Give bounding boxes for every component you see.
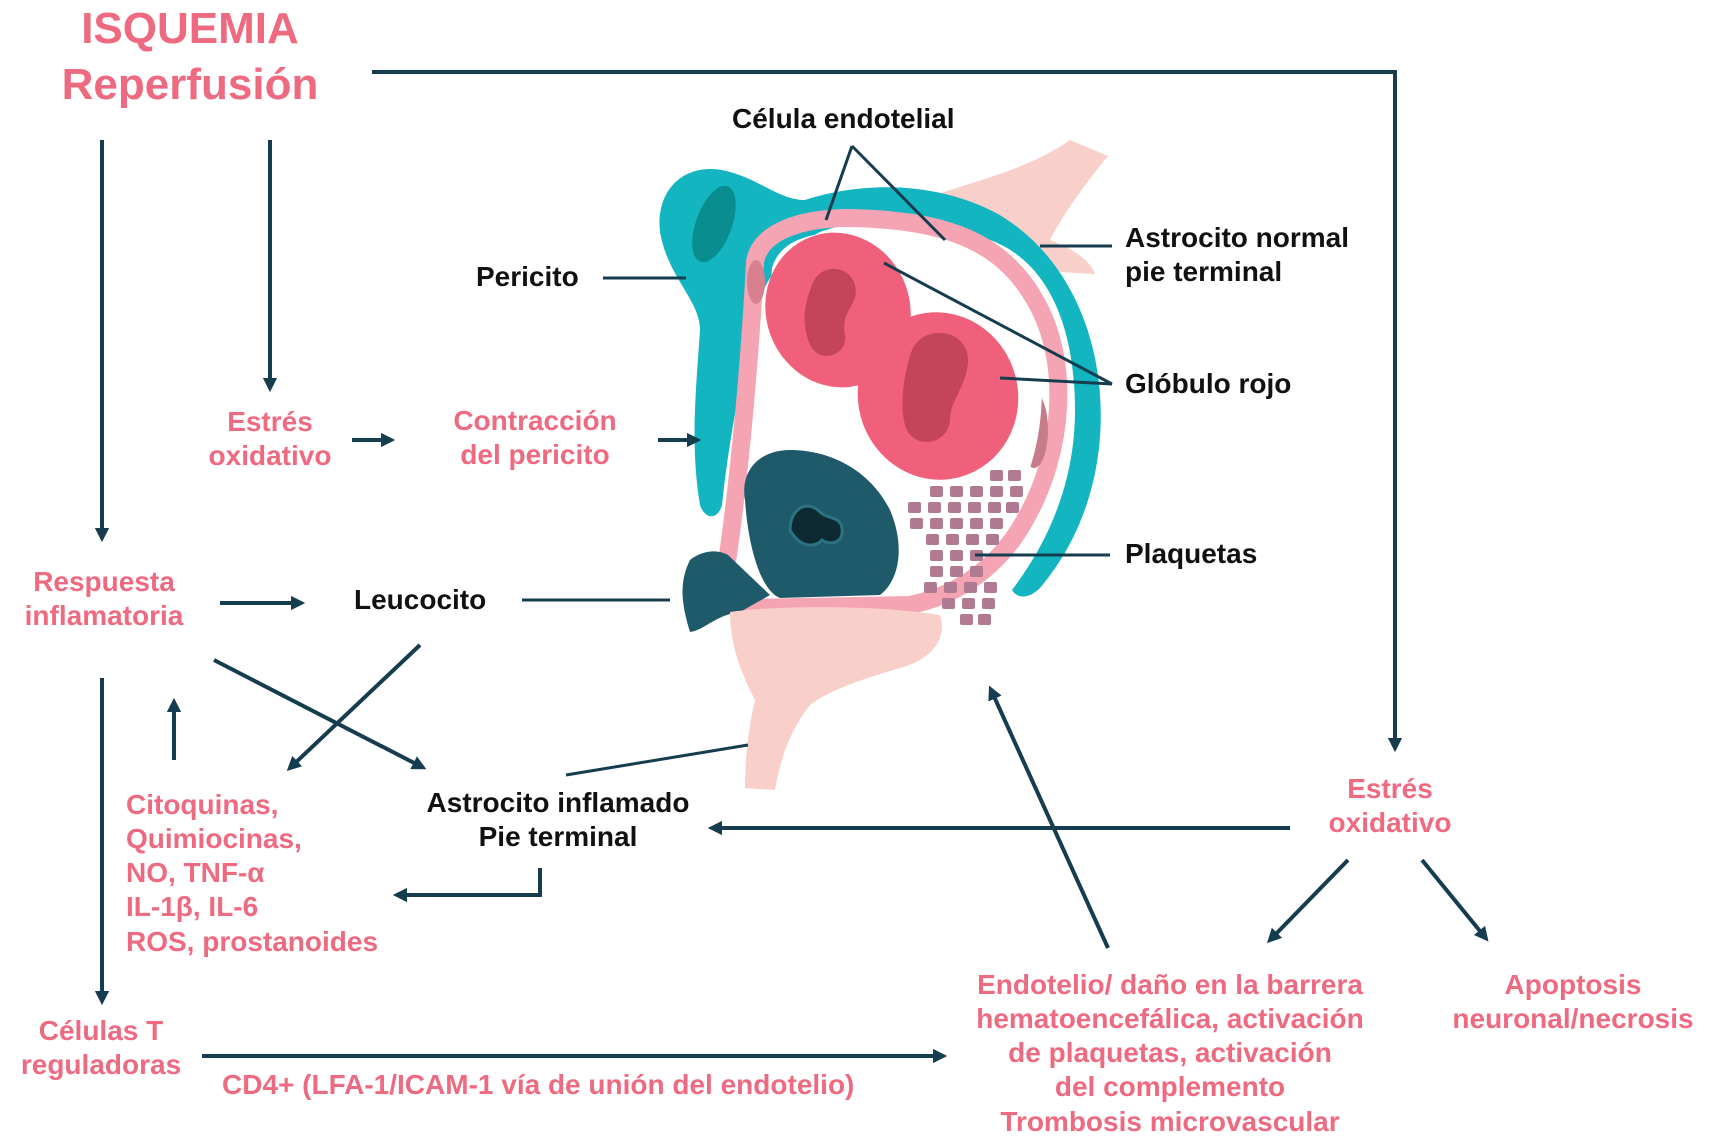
platelet xyxy=(950,566,963,577)
label-estres-oxidativo-left: Estrés oxidativo xyxy=(190,405,350,473)
platelet xyxy=(950,550,963,561)
platelet xyxy=(960,614,973,625)
arrow-estres-to-apoptosis xyxy=(1422,860,1484,936)
label-astrocito-inflamado: Astrocito inflamado Pie terminal xyxy=(408,786,708,854)
platelet xyxy=(1010,486,1023,497)
platelet xyxy=(990,470,1003,481)
platelet xyxy=(988,502,1001,513)
label-citoquinas: Citoquinas, Quimiocinas, NO, TNF-α IL-1β… xyxy=(126,788,426,959)
label-estres-oxidativo-right: Estrés oxidativo xyxy=(1310,772,1470,840)
platelet xyxy=(950,518,963,529)
platelet xyxy=(930,486,943,497)
label-cd4: CD4+ (LFA-1/ICAM-1 vía de unión del endo… xyxy=(222,1068,922,1102)
platelet xyxy=(990,486,1003,497)
label-celula-endotelial: Célula endotelial xyxy=(732,102,1012,136)
platelet xyxy=(970,486,983,497)
label-celulas-t: Células T reguladoras xyxy=(6,1014,196,1082)
vessel-illustration xyxy=(660,140,1108,790)
label-apoptosis: Apoptosis neuronal/necrosis xyxy=(1438,968,1708,1036)
platelet xyxy=(990,518,1003,529)
platelet xyxy=(910,518,923,529)
label-astrocito-normal: Astrocito normal pie terminal xyxy=(1125,221,1395,289)
label-globulo-rojo: Glóbulo rojo xyxy=(1125,367,1325,401)
arrow-endotelio-to-vessel xyxy=(992,692,1108,948)
leader-astrocito-inflamado xyxy=(566,745,748,775)
platelet xyxy=(928,502,941,513)
platelet xyxy=(1008,470,1021,481)
platelet xyxy=(908,502,921,513)
label-respuesta-inflamatoria: Respuesta inflamatoria xyxy=(4,565,204,633)
platelet xyxy=(970,566,983,577)
platelet xyxy=(986,534,999,545)
astrocyte-inflamed-shape xyxy=(730,607,942,790)
platelet xyxy=(978,614,991,625)
platelet xyxy=(930,518,943,529)
platelet xyxy=(964,582,977,593)
platelet xyxy=(970,518,983,529)
platelet xyxy=(966,534,979,545)
platelet xyxy=(926,534,939,545)
platelet xyxy=(944,582,957,593)
platelet xyxy=(946,534,959,545)
platelet xyxy=(982,598,995,609)
platelet xyxy=(1006,502,1019,513)
label-pericito: Pericito xyxy=(476,260,606,294)
label-leucocito: Leucocito xyxy=(354,583,524,617)
platelet xyxy=(950,486,963,497)
arrow-leucocito-to-citoquinas xyxy=(292,645,420,766)
platelet xyxy=(948,502,961,513)
platelet xyxy=(968,502,981,513)
platelet xyxy=(984,582,997,593)
platelet xyxy=(962,598,975,609)
label-contraccion-pericito: Contracción del pericito xyxy=(430,404,640,472)
arrow-estres-to-endotelio xyxy=(1272,860,1348,938)
endothelial-nucleus-left xyxy=(747,260,765,304)
platelet xyxy=(942,598,955,609)
platelet xyxy=(930,550,943,561)
title-reperfusion: Reperfusión xyxy=(40,58,340,112)
label-endotelio-dano: Endotelio/ daño en la barrera hematoence… xyxy=(950,968,1390,1139)
label-plaquetas: Plaquetas xyxy=(1125,537,1285,571)
platelet xyxy=(930,566,943,577)
title-isquemia: ISQUEMIA xyxy=(45,2,335,56)
platelet xyxy=(924,582,937,593)
